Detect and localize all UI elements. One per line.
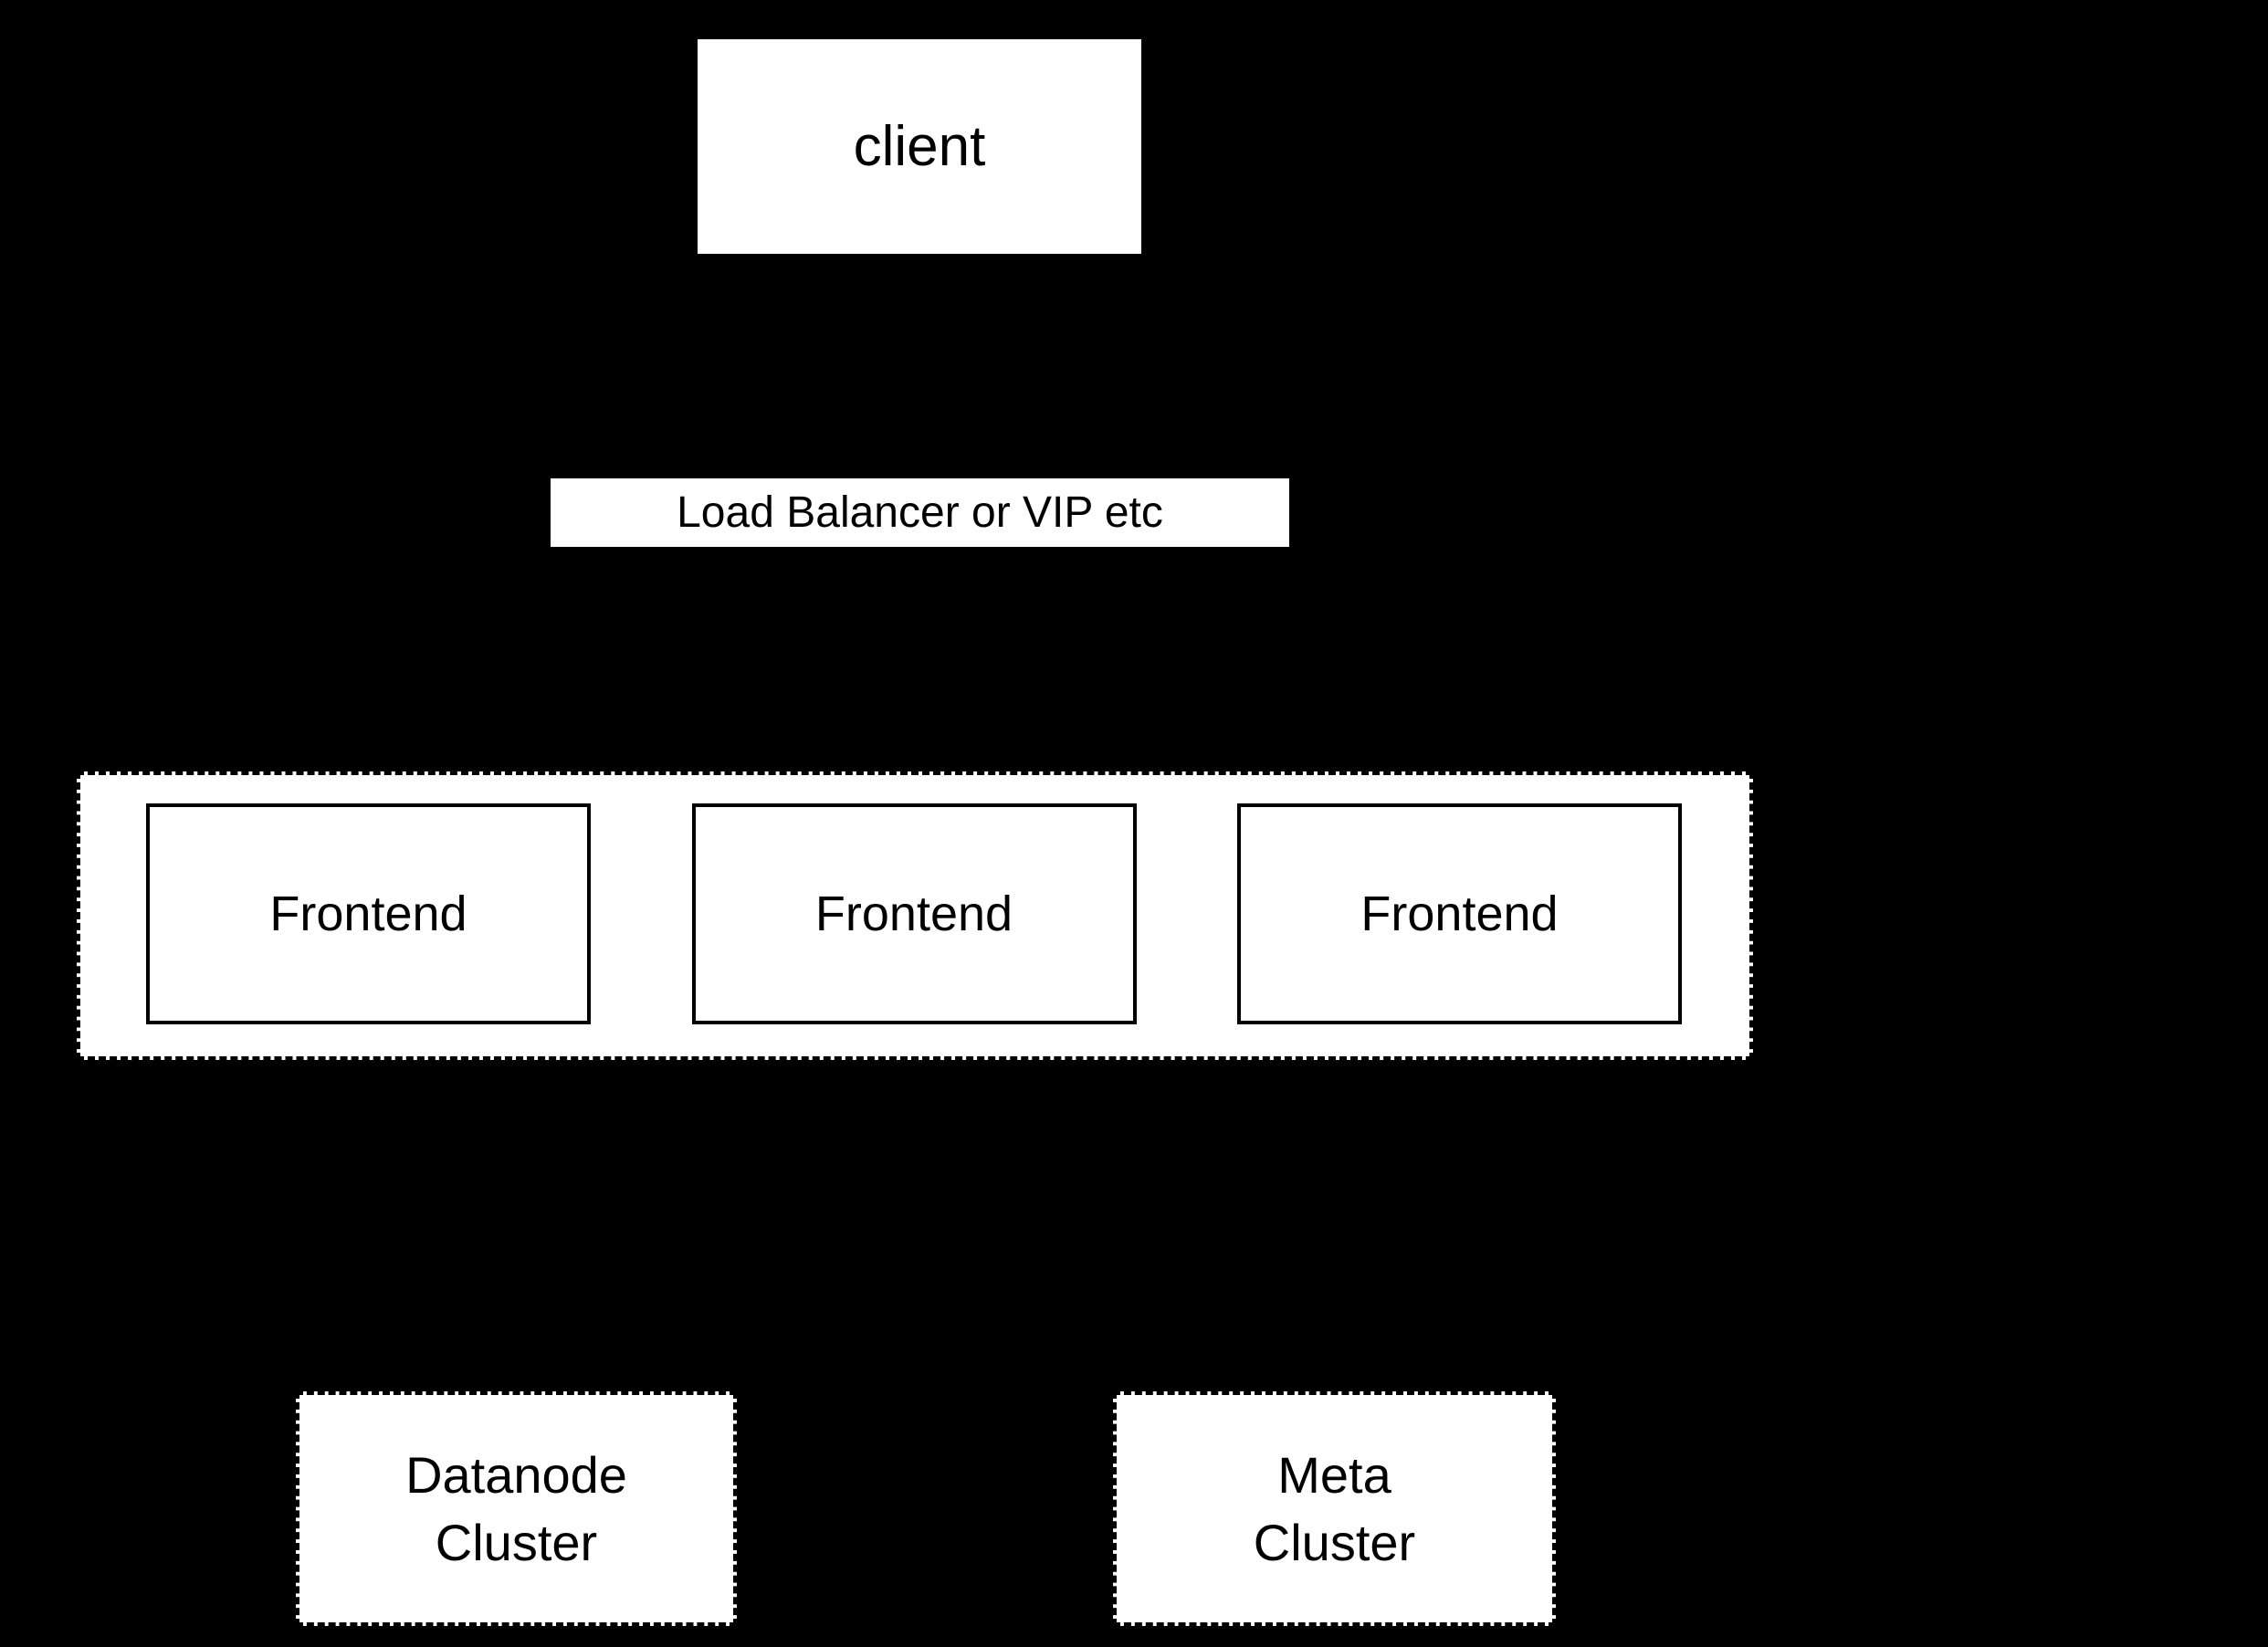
frontend-node-2-label: Frontend [814, 886, 1013, 941]
frontend-node-1: Frontend [146, 803, 591, 1024]
load-balancer-label: Load Balancer or VIP etc [677, 488, 1163, 537]
datanode-cluster-label-line2: Cluster [435, 1513, 598, 1571]
client-node: client [698, 39, 1141, 254]
meta-cluster-label-line2: Cluster [1253, 1513, 1416, 1571]
meta-cluster-label-line1: Meta [1277, 1445, 1391, 1504]
meta-cluster-node: Meta Cluster [1113, 1391, 1556, 1626]
frontend-node-3: Frontend [1237, 803, 1682, 1024]
client-label: client [853, 115, 986, 178]
load-balancer-node: Load Balancer or VIP etc [551, 478, 1289, 547]
frontend-group: Frontend Frontend Frontend [77, 771, 1753, 1060]
frontend-node-2: Frontend [691, 803, 1137, 1024]
frontend-node-3-label: Frontend [1360, 886, 1559, 941]
datanode-cluster-node: Datanode Cluster [296, 1391, 737, 1626]
frontend-node-1-label: Frontend [269, 886, 467, 941]
datanode-cluster-label-line1: Datanode [405, 1445, 627, 1504]
